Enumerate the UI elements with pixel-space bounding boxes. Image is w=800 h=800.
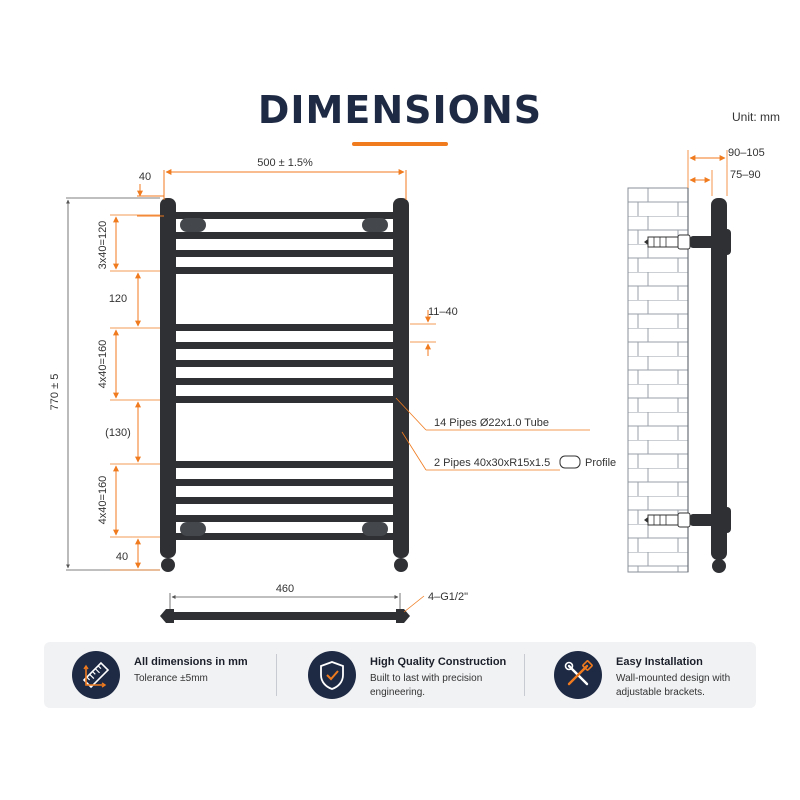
pipe [170, 212, 400, 219]
bottom-offset-label: 40 [116, 551, 128, 563]
overall-height-label: 770 ± 5 [49, 374, 61, 411]
connections-label: 4–G1/2" [428, 591, 468, 603]
top-group-label: 3x40=120 [97, 221, 109, 270]
wall-brackets [180, 218, 388, 536]
left-valve [161, 558, 175, 572]
feature-title: Easy Installation [616, 656, 703, 668]
pipe [170, 479, 400, 486]
left-upright [160, 198, 176, 558]
pipe [170, 533, 400, 540]
profile-shape-icon [559, 455, 581, 469]
pipe-callouts: 14 Pipes Ø22x1.0 Tube 2 Pipes 40x30xR15x… [395, 397, 616, 471]
bracket [362, 218, 388, 232]
shield-check-icon [320, 661, 344, 690]
pipes-callout: 14 Pipes Ø22x1.0 Tube [434, 417, 549, 429]
right-upright [393, 198, 409, 558]
pipe [170, 360, 400, 367]
feature-installation: Easy Installation Wall-mounted design wi… [554, 642, 754, 708]
side-valve [712, 559, 726, 573]
feature-dimensions: All dimensions in mm Tolerance ±5mm [72, 642, 272, 708]
pipe [170, 378, 400, 385]
overall-width-label: 500 ± 1.5% [257, 157, 313, 169]
wall-bricks [627, 187, 689, 573]
pipe [170, 461, 400, 468]
side-view: 90–105 75–90 [627, 147, 765, 573]
bar-spacing-label: 11–40 [428, 306, 458, 318]
horizontal-pipes [170, 212, 400, 540]
feature-divider [276, 654, 277, 696]
front-view [160, 198, 409, 572]
feature-badge [554, 651, 602, 699]
lower-bracket [690, 514, 730, 526]
bottom-group-label: 4x40=160 [97, 476, 109, 525]
pipe [170, 324, 400, 331]
feature-badge [308, 651, 356, 699]
pipe [170, 515, 400, 522]
profile-callout: 2 Pipes 40x30xR15x1.5 [434, 457, 550, 469]
top-dimensions: 500 ± 1.5% 40 [137, 157, 407, 217]
bottom-view: 460 4–G1/2" [160, 583, 468, 623]
wall-outer-label: 90–105 [728, 147, 765, 159]
bracket [180, 218, 206, 232]
side-offset-label: 40 [139, 171, 151, 183]
feature-badge [72, 651, 120, 699]
pipe [170, 250, 400, 257]
page-title: DIMENSIONS [257, 88, 543, 132]
centers-label: 460 [276, 583, 294, 595]
wall-inner-label: 75–90 [730, 169, 761, 181]
pipe [170, 497, 400, 504]
left-dimensions: 770 ± 5 3x40=120 120 4x40=160 (130) 4x40… [49, 197, 160, 571]
bar-spacing-dimension: 11–40 [410, 306, 458, 356]
pipe [170, 396, 400, 403]
unit-label: Unit: mm [732, 110, 780, 124]
feature-desc: Built to last with precision engineering… [370, 673, 483, 698]
upper-anchor [647, 236, 679, 248]
bracket [362, 522, 388, 536]
pipe [170, 267, 400, 274]
gap-1-label: 120 [109, 293, 127, 305]
upper-bracket [690, 236, 730, 248]
feature-title: All dimensions in mm [134, 656, 248, 668]
gap-2-label: (130) [105, 427, 131, 439]
lower-anchor [647, 514, 679, 526]
pipe [170, 232, 400, 239]
profile-label: Profile [585, 457, 616, 469]
bracket [180, 522, 206, 536]
feature-desc: Wall-mounted design with adjustable brac… [616, 673, 731, 698]
right-valve [394, 558, 408, 572]
feature-title: High Quality Construction [370, 656, 507, 668]
ruler-icon [82, 661, 110, 689]
title-underline [352, 142, 448, 146]
middle-group-label: 4x40=160 [97, 340, 109, 389]
left-connector [160, 609, 174, 623]
right-connector [396, 609, 410, 623]
side-upright [711, 198, 727, 560]
feature-bar: All dimensions in mm Tolerance ±5mm High… [44, 642, 756, 708]
feature-desc: Tolerance ±5mm [134, 673, 208, 684]
pipe [170, 342, 400, 349]
tools-icon [564, 660, 593, 686]
bottom-pipe [168, 612, 402, 620]
feature-construction: High Quality Construction Built to last … [308, 642, 518, 708]
feature-divider [524, 654, 525, 696]
technical-drawing: 500 ± 1.5% 40 770 ± 5 3x40=120 120 4x40=… [49, 147, 765, 623]
